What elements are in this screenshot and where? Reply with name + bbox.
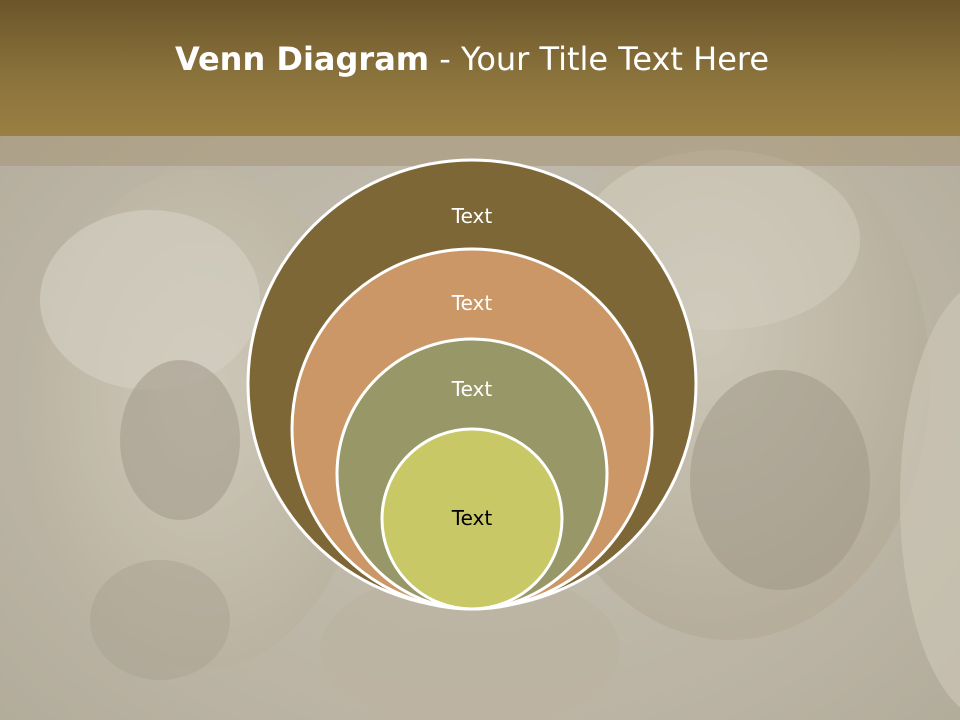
circle-label-outer: Text — [451, 204, 493, 228]
title-bar — [0, 0, 960, 136]
circle-label-inner: Text — [451, 506, 493, 530]
circle-label-second: Text — [451, 291, 493, 315]
slide-title-bold: Venn Diagram — [174, 40, 430, 78]
slide-title-rest: - Your Title Text Here — [429, 40, 770, 78]
circle-label-third: Text — [451, 377, 493, 401]
slide-title: Venn Diagram - Your Title Text Here — [0, 40, 944, 78]
circle-inner — [380, 427, 564, 611]
